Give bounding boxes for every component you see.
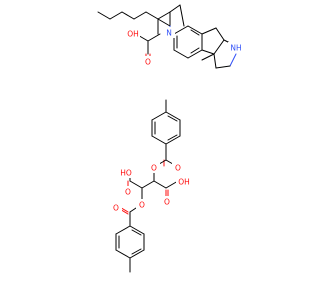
bond	[169, 4, 181, 13]
bond	[179, 4, 185, 27]
tartrate-oh-right-label: OH	[178, 178, 190, 187]
ester-co-top-label: O	[151, 164, 157, 173]
bond	[215, 65, 231, 69]
bond	[187, 25, 203, 35]
bond	[173, 49, 189, 59]
tartrate-o-left-label: O	[125, 188, 131, 197]
bond	[215, 27, 225, 41]
label-bg	[148, 162, 160, 173]
bond	[201, 49, 215, 55]
atom-labels: N OH O NH HO O OH O O O O O	[110, 27, 244, 213]
bond	[151, 111, 167, 121]
toluoyl-ring-top	[151, 99, 181, 145]
bond	[129, 180, 143, 189]
bond	[167, 134, 178, 141]
carbamate-n-label: N	[166, 29, 172, 38]
label-bg	[161, 196, 173, 207]
bond	[157, 11, 171, 20]
bond	[131, 229, 142, 236]
bond	[115, 225, 131, 235]
ring-nh-label: NH	[230, 44, 241, 53]
bond	[115, 249, 131, 259]
bond	[131, 248, 142, 255]
bond	[97, 11, 111, 20]
bond	[190, 29, 200, 36]
octyl-chain	[97, 4, 185, 27]
carbamate-oh-label: OH	[127, 30, 139, 39]
bond	[153, 180, 167, 189]
bond	[165, 111, 181, 121]
toluoyl-ring-bottom	[115, 225, 145, 273]
ester-o-top-label: O	[175, 164, 181, 173]
label-bg	[142, 56, 154, 67]
bond	[201, 27, 217, 35]
bond	[151, 135, 167, 145]
bond	[229, 53, 237, 67]
label-bg	[228, 42, 244, 53]
label-bg	[136, 199, 148, 210]
label-bg	[172, 162, 184, 173]
bond	[109, 11, 123, 20]
bond	[129, 249, 145, 259]
bond	[213, 39, 225, 55]
tartrate-o-right-label: O	[164, 198, 170, 207]
bond	[213, 53, 217, 69]
label-bg	[176, 176, 192, 187]
bond	[147, 33, 161, 42]
carbamate-group	[135, 18, 171, 63]
ester-co-bottom-label: O	[113, 204, 119, 213]
bond	[145, 11, 159, 20]
label-bg	[122, 186, 134, 197]
bond	[129, 225, 145, 235]
label-bg	[163, 27, 175, 38]
bond	[141, 180, 155, 189]
indane-benzene-ring	[173, 25, 203, 59]
ester-o-bottom-label: O	[139, 201, 145, 210]
bond	[167, 115, 178, 122]
bond	[187, 49, 203, 59]
bond	[190, 47, 200, 54]
tartrate-oh-left-label: HO	[120, 169, 132, 178]
label-bg	[118, 167, 134, 178]
bond	[173, 25, 189, 35]
bond	[133, 11, 147, 20]
bond	[165, 135, 181, 145]
bond	[157, 18, 171, 27]
structure-canvas: N OH O NH HO O OH O O O O O	[97, 4, 244, 273]
bond	[201, 53, 215, 61]
label-bg	[110, 202, 122, 213]
bond	[121, 11, 135, 20]
label-bg	[126, 28, 140, 39]
carbamate-o-label: O	[145, 58, 151, 67]
molecule-drawing: N OH O NH HO O OH O O O O O	[97, 4, 244, 273]
